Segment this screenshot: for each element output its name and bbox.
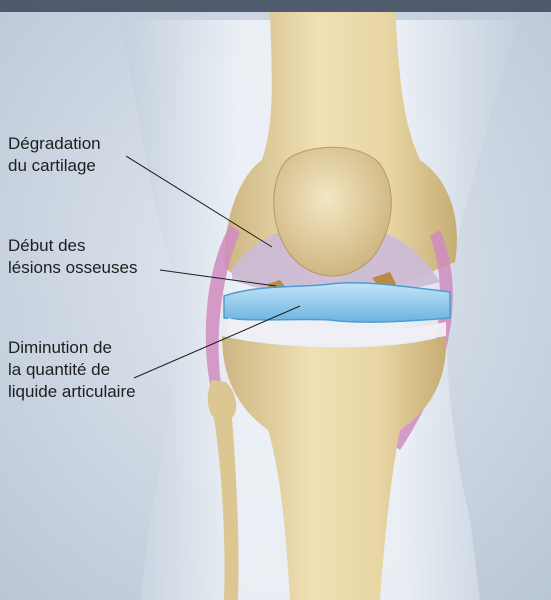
- joint-fluid: [224, 283, 450, 322]
- label-bone-line2: lésions osseuses: [8, 257, 137, 279]
- label-bone-lesions: Début des lésions osseuses: [8, 235, 137, 279]
- label-bone-line1: Début des: [8, 235, 137, 257]
- label-cartilage-line1: Dégradation: [8, 133, 101, 155]
- label-cartilage: Dégradation du cartilage: [8, 133, 101, 177]
- label-fluid-line2: la quantité de: [8, 359, 136, 381]
- label-fluid-line3: liquide articulaire: [8, 381, 136, 403]
- patella: [274, 147, 392, 276]
- label-joint-fluid: Diminution de la quantité de liquide art…: [8, 337, 136, 403]
- label-fluid-line1: Diminution de: [8, 337, 136, 359]
- label-cartilage-line2: du cartilage: [8, 155, 101, 177]
